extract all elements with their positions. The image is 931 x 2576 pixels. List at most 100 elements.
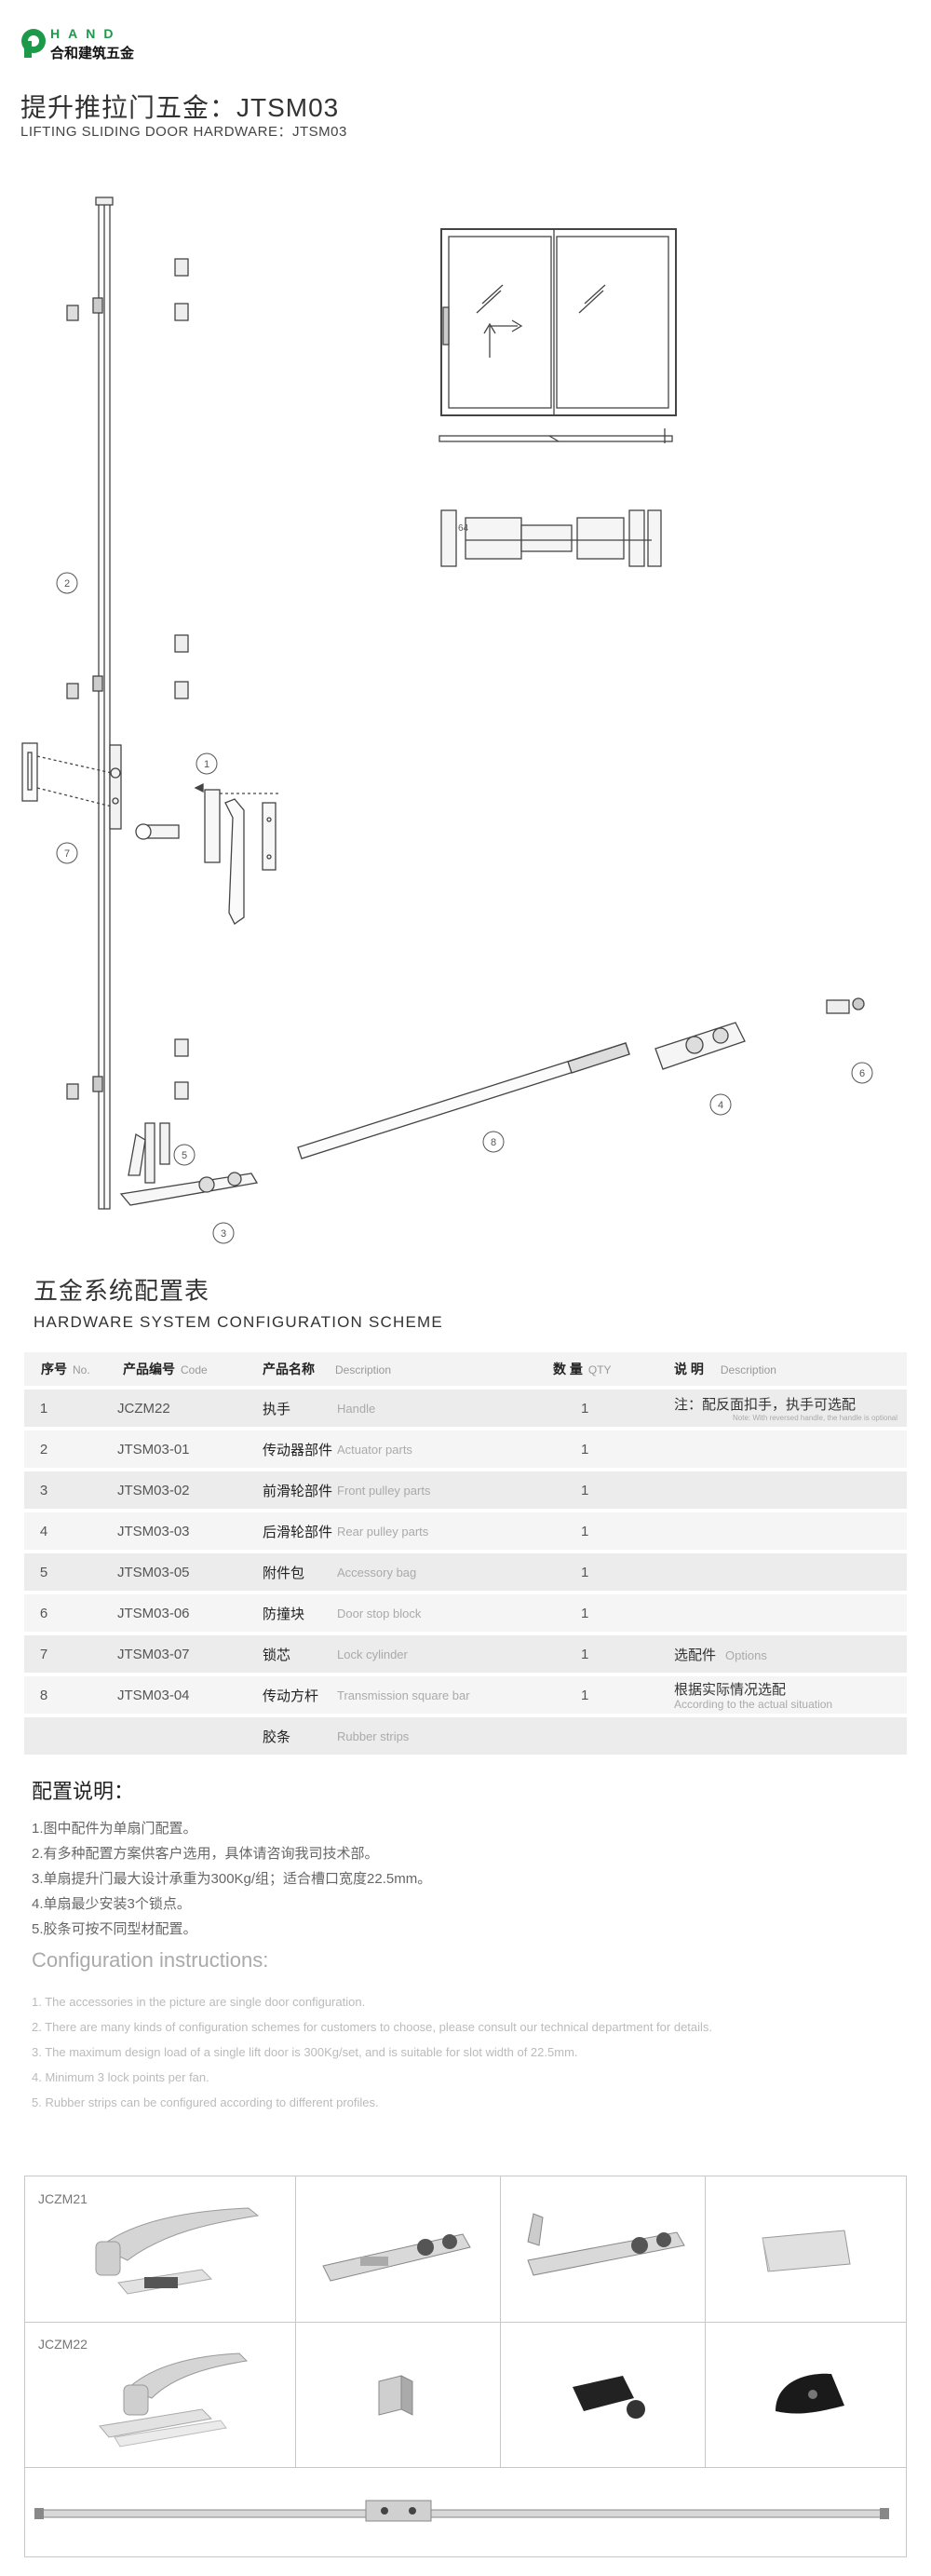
cell-name-en: Transmission square bar	[337, 1688, 470, 1702]
header-code-cn: 产品编号	[123, 1362, 175, 1376]
header-qty-cn: 数 量	[553, 1362, 583, 1376]
cell-no: 8	[39, 1687, 48, 1703]
cell-no: 6	[39, 1605, 48, 1621]
cell-qty: 1	[581, 1564, 589, 1580]
callout-1: 1	[196, 752, 218, 775]
front-pulley-photo	[322, 2233, 471, 2282]
cell-name-cn: 传动方杆	[263, 1688, 319, 1704]
page-subtitle: LIFTING SLIDING DOOR HARDWARE：JTSM03	[20, 124, 347, 140]
brand-logo: HAND 合和建筑五金	[20, 22, 179, 61]
cell-name-cn: 胶条	[263, 1729, 291, 1745]
cell-name-cn: 传动器部件	[263, 1442, 333, 1458]
cell-qty: 1	[581, 1400, 589, 1417]
cell-no: 4	[39, 1523, 48, 1539]
cell-qty: 1	[581, 1646, 589, 1662]
note-item: 5. Rubber strips can be configured accor…	[32, 2095, 379, 2109]
cell-code: JTSM03-02	[117, 1482, 190, 1498]
cell-name-cn: 后滑轮部件	[263, 1524, 333, 1540]
header-name: 产品名称 Description	[263, 1360, 553, 1378]
callout-label: 6	[859, 1068, 865, 1079]
note-item: 4. Minimum 3 lock points per fan.	[32, 2070, 209, 2084]
cell-code: JTSM03-07	[117, 1646, 190, 1662]
cell-name-en: Door stop block	[337, 1606, 422, 1620]
transmission-bar-photo	[34, 2500, 889, 2522]
note-item: 5.胶条可按不同型材配置。	[32, 1921, 197, 1937]
cell-name-en: Accessory bag	[337, 1565, 417, 1579]
cell-name-en: Rubber strips	[337, 1729, 410, 1743]
cell-name-cn: 锁芯	[263, 1647, 291, 1663]
cell-qty: 1	[581, 1482, 589, 1498]
notes-list-en: 1. The accessories in the picture are si…	[32, 1989, 712, 2115]
header-qty-en: QTY	[587, 1363, 612, 1376]
door-stop-photo	[573, 2376, 645, 2419]
config-subtitle: HARDWARE SYSTEM CONFIGURATION SCHEME	[34, 1313, 443, 1331]
note-item: 3.单扇提升门最大设计承重为300Kg/组；适合槽口宽度22.5mm。	[32, 1871, 432, 1887]
logo-mark-icon	[21, 28, 142, 58]
cell-qty: 1	[581, 1605, 589, 1621]
callout-3: 3	[212, 1222, 235, 1244]
cell-name-en: Front pulley parts	[337, 1483, 431, 1498]
cell-name-cn: 前滑轮部件	[263, 1483, 333, 1499]
callout-label: 7	[64, 848, 70, 860]
header-code-en: Code	[181, 1363, 208, 1376]
callout-label: 2	[64, 578, 70, 590]
callout-2: 2	[56, 572, 78, 594]
brand-name-cn: 合和建筑五金	[50, 46, 135, 61]
cell-name-en: Handle	[337, 1401, 376, 1416]
cell-label-jczm21: JCZM21	[38, 2191, 88, 2206]
cell-name-en: Lock cylinder	[337, 1647, 408, 1661]
accessory-bracket-photo	[378, 2375, 413, 2416]
cell-no: 7	[39, 1646, 48, 1662]
config-title: 五金系统配置表	[34, 1277, 210, 1305]
cell-name-cn: 附件包	[263, 1565, 305, 1581]
cell-qty: 1	[581, 1441, 589, 1457]
cell-no: 2	[39, 1441, 48, 1457]
note-en: Options	[725, 1647, 767, 1662]
rear-pulley-photo	[527, 2213, 685, 2276]
handle-jczm22-photo	[99, 2352, 249, 2447]
table-row: 胶条 Rubber strips	[24, 1717, 907, 1755]
cell-label-jczm22: JCZM22	[38, 2337, 88, 2352]
header-no-en: No.	[73, 1363, 90, 1376]
rubber-strip-photo	[762, 2230, 851, 2272]
note-item: 2.有多种配置方案供客户选用，具体请咨询我司技术部。	[32, 1846, 379, 1862]
callout-label: 5	[182, 1150, 187, 1161]
header-qty: 数 量 QTY	[553, 1360, 674, 1378]
table-header: 序号 No. 产品编号 Code 产品名称 Description 数 量 QTY 说 …	[24, 1352, 907, 1386]
cell-no: 1	[39, 1400, 48, 1417]
note-item: 3. The maximum design load of a single l…	[32, 2045, 578, 2059]
cell-no: 5	[39, 1564, 48, 1580]
cell-name-cn: 防撞块	[263, 1606, 305, 1622]
dimension-label: 64	[458, 523, 469, 534]
callout-8: 8	[482, 1131, 505, 1153]
note-item: 2. There are many kinds of configuration…	[32, 2020, 713, 2034]
callout-label: 4	[718, 1100, 723, 1111]
header-no: 序号 No.	[24, 1360, 99, 1378]
handle-jczm21-photo	[95, 2207, 260, 2295]
cell-code: JTSM03-03	[117, 1523, 190, 1539]
header-name-cn: 产品名称	[263, 1362, 315, 1376]
callout-6: 6	[851, 1062, 873, 1084]
callout-label: 3	[221, 1228, 226, 1240]
cell-no: 3	[39, 1482, 48, 1498]
header-name-en: Description	[335, 1363, 392, 1376]
note-en: Note: With reversed handle, the handle i…	[733, 1414, 897, 1422]
note-cn: 选配件	[674, 1647, 717, 1663]
notes-title-en: Configuration instructions:	[32, 1948, 269, 1972]
header-no-cn: 序号	[41, 1362, 67, 1376]
notes-title-cn: 配置说明：	[32, 1780, 135, 1803]
cell-code: JTSM03-04	[117, 1687, 190, 1703]
page-title: 提升推拉门五金：JTSM03	[20, 93, 340, 122]
note-en: According to the actual situation	[674, 1698, 833, 1711]
cell-code: JTSM03-01	[117, 1441, 190, 1457]
note-item: 4.单扇最少安装3个锁点。	[32, 1896, 191, 1912]
header-code: 产品编号 Code	[99, 1360, 263, 1378]
